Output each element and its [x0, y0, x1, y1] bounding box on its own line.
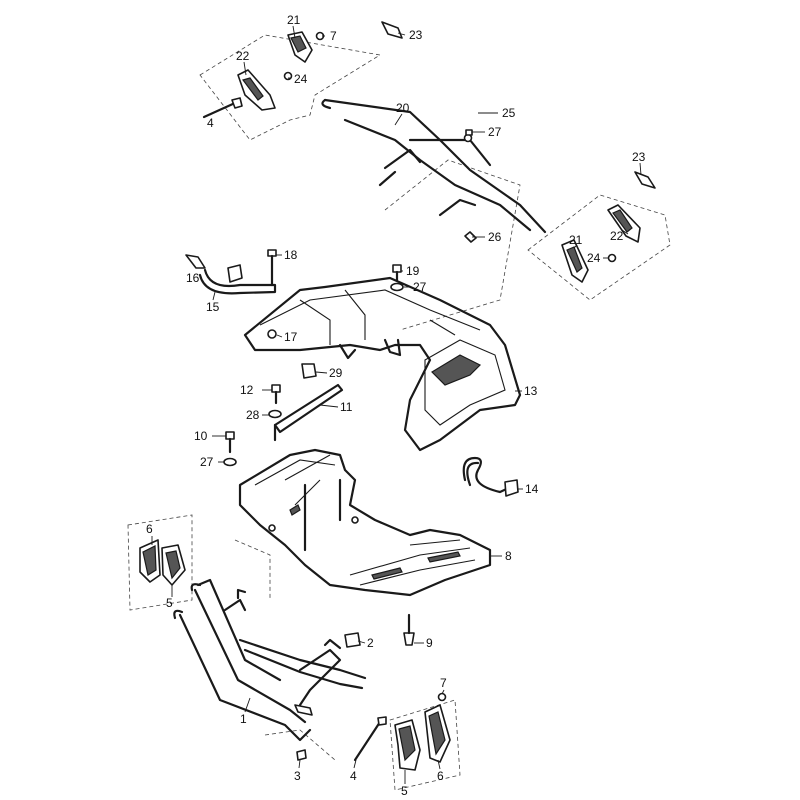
callout-4-bottom: 4	[350, 769, 357, 783]
callout-12: 12	[240, 383, 254, 397]
leader-lines	[151, 25, 642, 784]
part-11-strap	[273, 383, 344, 442]
top-left-bracket-group	[202, 21, 403, 119]
callout-18: 18	[284, 248, 298, 262]
callout-28: 28	[246, 408, 260, 422]
callout-24-top: 24	[294, 72, 308, 86]
part-13-upper-rack	[243, 276, 522, 452]
callout-13: 13	[524, 384, 538, 398]
callout-5-right: 5	[401, 784, 408, 798]
callout-5-left: 5	[166, 596, 173, 610]
callout-1: 1	[240, 712, 247, 726]
callout-26: 26	[488, 230, 502, 244]
callout-19: 19	[406, 264, 420, 278]
callout-7-bottom: 7	[440, 676, 447, 690]
callout-14: 14	[525, 482, 539, 496]
part-1-front-bumper	[173, 578, 367, 742]
fasteners-middle	[223, 249, 404, 467]
callout-16: 16	[186, 271, 200, 285]
callout-11: 11	[340, 400, 353, 414]
callout-4-top: 4	[207, 116, 214, 130]
right-bracket-group	[463, 129, 656, 283]
callout-24-right: 24	[587, 251, 601, 265]
left-bumper-bracket-group	[139, 539, 186, 586]
part-14-grab-handle	[462, 456, 519, 497]
callout-21-top: 21	[287, 13, 301, 27]
callout-23-right: 23	[632, 150, 646, 164]
right-bumper-bracket-group	[394, 704, 451, 771]
callout-21-right: 21	[569, 233, 583, 247]
callout-15: 15	[206, 300, 220, 314]
callout-27-upper: 27	[488, 125, 502, 139]
callout-17: 17	[284, 330, 298, 344]
callout-20: 20	[396, 101, 410, 115]
callout-29: 29	[329, 366, 343, 380]
callout-3: 3	[294, 769, 301, 783]
fasteners-bottom	[296, 632, 447, 762]
group-boxes	[127, 34, 671, 791]
callout-25: 25	[502, 106, 516, 120]
callout-22-right: 22	[610, 229, 624, 243]
part-8-front-rack	[238, 448, 492, 646]
callout-22-top: 22	[236, 49, 250, 63]
callout-9: 9	[426, 636, 433, 650]
part-15-side-handle	[185, 254, 277, 295]
callout-23-top: 23	[409, 28, 423, 42]
callout-7-top: 7	[330, 29, 337, 43]
callout-27-lower: 27	[200, 455, 214, 469]
callout-27-rack: 27	[413, 280, 427, 294]
callout-2: 2	[367, 636, 374, 650]
callout-10: 10	[194, 429, 208, 443]
callout-6-right: 6	[437, 769, 444, 783]
callout-8: 8	[505, 549, 512, 563]
callout-6-left: 6	[146, 522, 153, 536]
callout-labels: 21 7 23 22 24 4 20 25 27 23 26 21 22 24 …	[146, 13, 646, 798]
